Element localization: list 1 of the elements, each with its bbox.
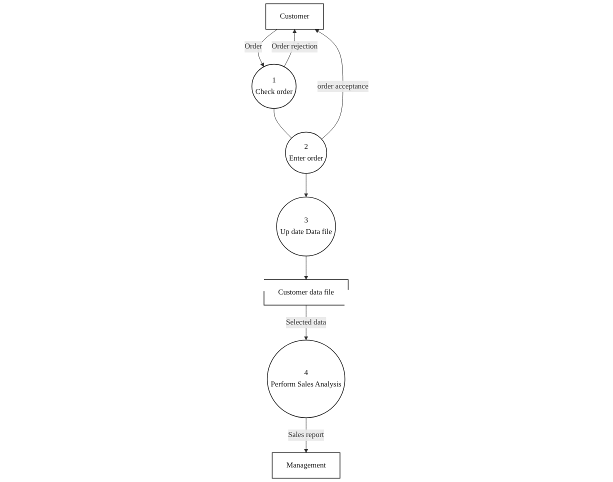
connector: [274, 108, 292, 138]
